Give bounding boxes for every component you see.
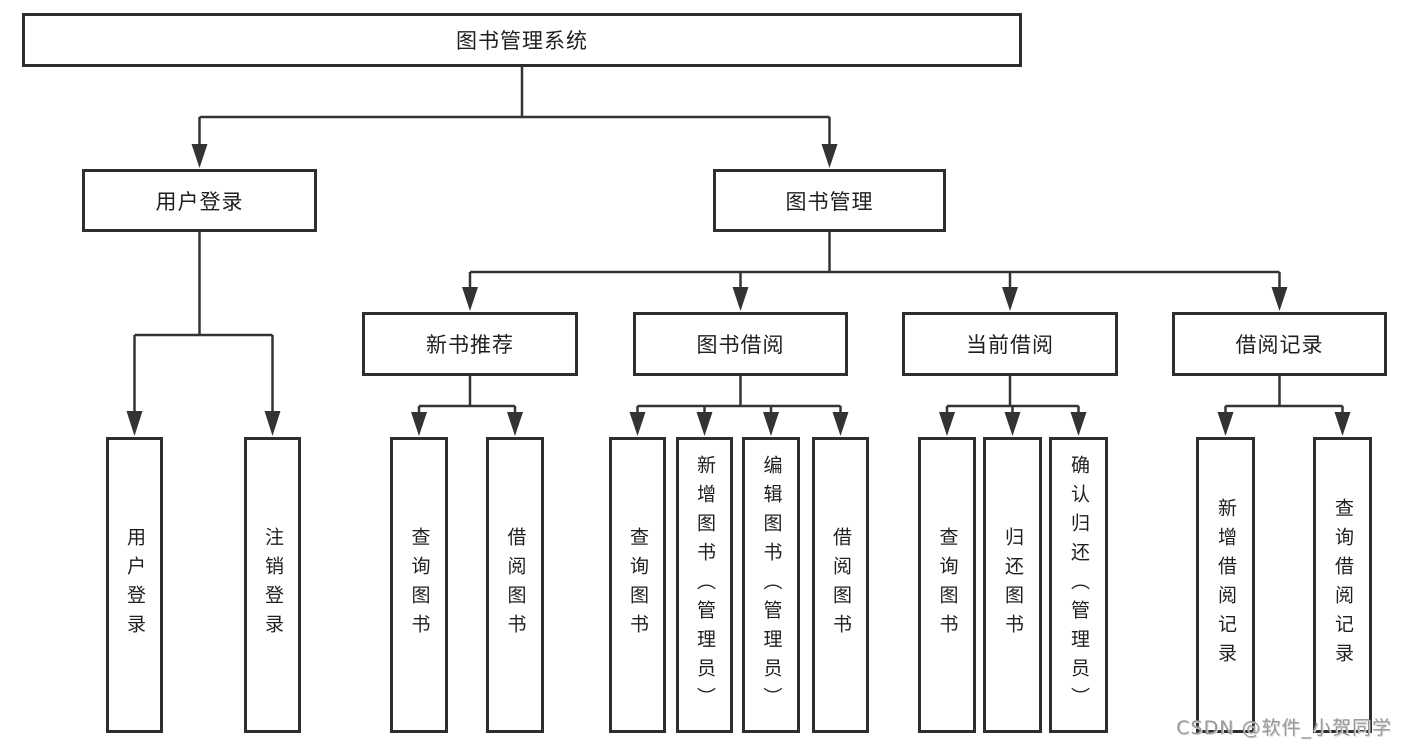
leaf-label: 借阅图书 <box>830 527 852 643</box>
leaf-label: 查询图书 <box>408 527 431 643</box>
leaf-confirm-return-admin: 确认归还（管理员） <box>1049 437 1108 733</box>
leaf-query-books-3: 查询图书 <box>918 437 976 733</box>
node-root-system: 图书管理系统 <box>22 13 1022 67</box>
node-book-borrow: 图书借阅 <box>633 312 848 376</box>
leaf-borrow-books-2: 借阅图书 <box>812 437 869 733</box>
leaf-query-books-1: 查询图书 <box>390 437 448 733</box>
leaf-label: 注销登录 <box>262 527 284 643</box>
leaf-add-borrow-record: 新增借阅记录 <box>1196 437 1255 733</box>
leaf-label: 新增借阅记录 <box>1215 498 1237 672</box>
leaf-borrow-books-1: 借阅图书 <box>486 437 544 733</box>
leaf-add-book-admin: 新增图书（管理员） <box>676 437 733 733</box>
leaf-label: 借阅图书 <box>504 527 527 643</box>
leaf-user-login: 用户登录 <box>106 437 163 733</box>
leaf-label: 确认归还（管理员） <box>1068 454 1090 716</box>
leaf-query-books-2: 查询图书 <box>609 437 666 733</box>
node-current-borrow: 当前借阅 <box>902 312 1118 376</box>
leaf-query-borrow-record: 查询借阅记录 <box>1313 437 1372 733</box>
leaf-label: 查询图书 <box>627 527 649 643</box>
leaf-label: 查询图书 <box>936 527 959 643</box>
leaf-label: 归还图书 <box>1002 527 1024 643</box>
csdn-watermark: CSDN @软件_小贺同学 <box>1176 717 1392 739</box>
node-label: 借阅记录 <box>1235 333 1324 357</box>
node-label: 新书推荐 <box>426 333 514 357</box>
leaf-label: 编辑图书（管理员） <box>760 454 783 716</box>
leaf-label: 新增图书（管理员） <box>694 454 716 716</box>
node-label: 图书管理 <box>785 189 874 214</box>
leaf-return-book: 归还图书 <box>983 437 1042 733</box>
node-user-login-branch: 用户登录 <box>82 169 317 232</box>
node-label: 当前借阅 <box>966 333 1054 357</box>
node-book-management-branch: 图书管理 <box>713 169 946 232</box>
node-borrow-records: 借阅记录 <box>1172 312 1387 376</box>
leaf-edit-book-admin: 编辑图书（管理员） <box>742 437 800 733</box>
node-label: 图书借阅 <box>696 333 785 357</box>
leaf-logout: 注销登录 <box>244 437 301 733</box>
leaf-label: 查询借阅记录 <box>1332 498 1354 672</box>
node-root-label: 图书管理系统 <box>456 29 588 53</box>
node-label: 用户登录 <box>155 189 244 214</box>
node-new-book-recommend: 新书推荐 <box>362 312 578 376</box>
leaf-label: 用户登录 <box>124 527 146 643</box>
